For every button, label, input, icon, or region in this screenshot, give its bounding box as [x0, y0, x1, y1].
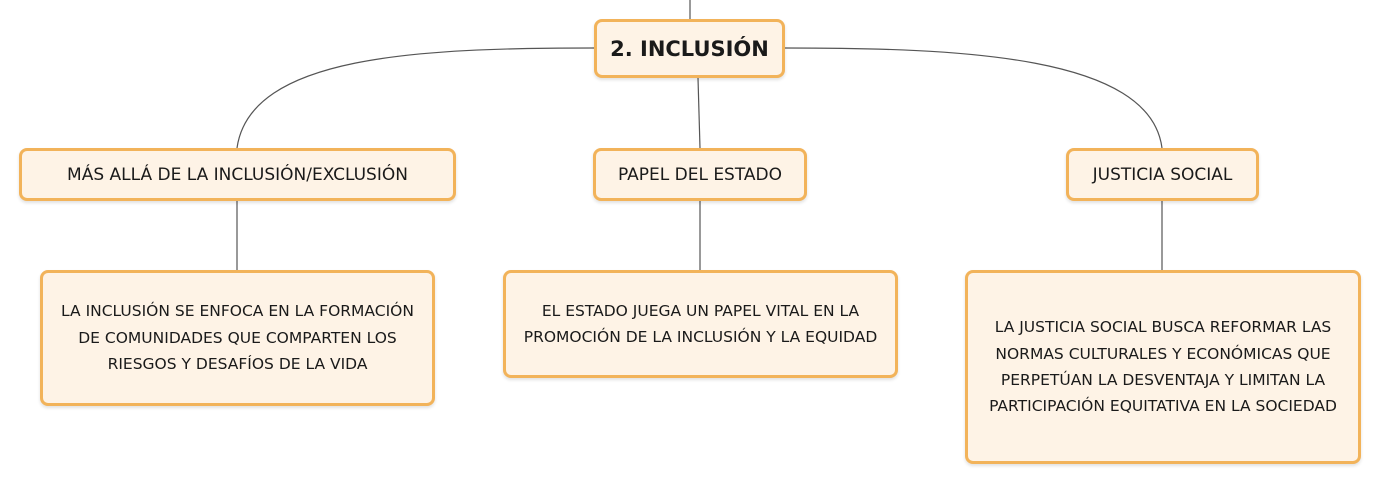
detail-node-state-role[interactable]: EL ESTADO JUEGA UN PAPEL VITAL EN LA PRO…	[503, 270, 898, 378]
root-node[interactable]: 2. INCLUSIÓN	[594, 19, 785, 78]
connector-root-to-branch-1	[236, 47, 595, 149]
branch-node-social-justice[interactable]: JUSTICIA SOCIAL	[1066, 148, 1259, 201]
branch-label: MÁS ALLÁ DE LA INCLUSIÓN/EXCLUSIÓN	[67, 164, 408, 185]
detail-node-social-justice[interactable]: LA JUSTICIA SOCIAL BUSCA REFORMAR LAS NO…	[965, 270, 1361, 464]
connector-root-to-branch-3	[784, 47, 1163, 149]
detail-text: LA JUSTICIA SOCIAL BUSCA REFORMAR LAS NO…	[989, 318, 1337, 416]
branch-label: PAPEL DEL ESTADO	[617, 164, 783, 185]
detail-text: EL ESTADO JUEGA UN PAPEL VITAL EN LA PRO…	[523, 301, 878, 346]
branch-label: JUSTICIA SOCIAL	[1092, 164, 1233, 185]
connector-root-to-branch-2	[697, 77, 701, 149]
branch-node-beyond-inclusion[interactable]: MÁS ALLÁ DE LA INCLUSIÓN/EXCLUSIÓN	[19, 148, 456, 201]
detail-text: LA INCLUSIÓN SE ENFOCA EN LA FORMACIÓN D…	[61, 302, 414, 374]
detail-node-beyond-inclusion[interactable]: LA INCLUSIÓN SE ENFOCA EN LA FORMACIÓN D…	[40, 270, 435, 406]
branch-node-state-role[interactable]: PAPEL DEL ESTADO	[593, 148, 807, 201]
root-label: 2. INCLUSIÓN	[610, 36, 769, 61]
